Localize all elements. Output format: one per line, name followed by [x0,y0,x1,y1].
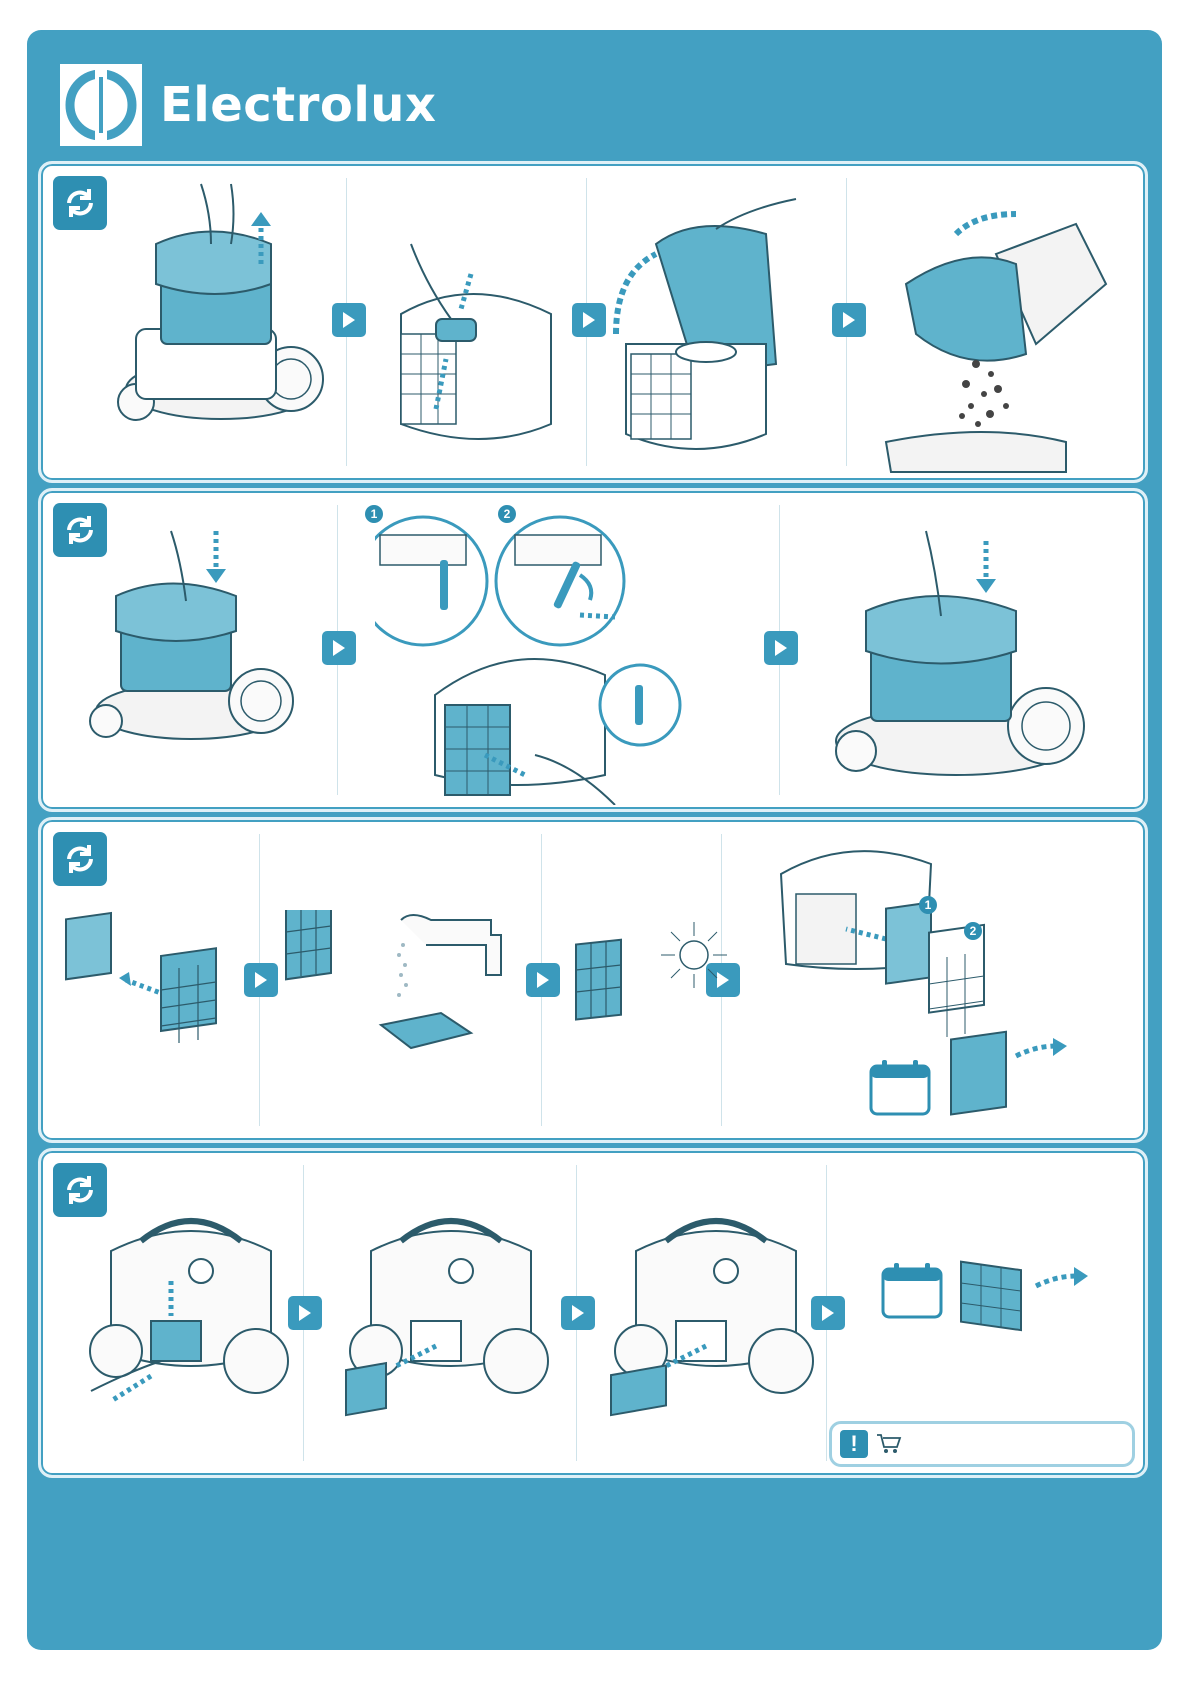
next-step-icon [561,1296,595,1330]
vacuum-lift-container-illustration [101,174,331,434]
panel-clean-container-filter: 1 2 [38,488,1148,812]
next-step-icon [332,303,366,337]
open-lid-illustration [606,194,836,464]
next-step-icon [244,963,278,997]
brand-wordmark: Electrolux [160,77,436,133]
cycle-icon [53,832,107,886]
next-step-icon [811,1296,845,1330]
open-exhaust-grille-illustration [81,1211,291,1431]
next-step-icon [288,1296,322,1330]
reinsert-filters-step: 1 2 [741,834,1121,1134]
shopping-cart-icon [876,1433,902,1455]
container-release-button-illustration [381,224,571,454]
next-step-icon [526,963,560,997]
calendar-icon [881,1263,943,1319]
cycle-icon [53,176,107,230]
callout-2-badge: 2 [964,922,982,940]
remove-exhaust-grille-illustration [341,1211,551,1431]
brand-logo: Electrolux [60,64,436,146]
electrolux-logo-mark [60,64,142,146]
panel-wash-filters: 1 2 [38,817,1148,1143]
remove-container-filter-step: 1 2 [375,505,745,805]
vacuum-insert-container-illustration [81,511,301,751]
sun-icon [659,920,729,990]
cycle-icon [53,1163,107,1217]
exclamation-icon: ! [840,1430,868,1458]
remove-container-filter-illustration [375,505,745,805]
callout-2-badge: 2 [498,505,516,523]
next-step-icon [832,303,866,337]
panel-empty-dust-container [38,161,1148,483]
replace-exhaust-filter-illustration [956,1251,1106,1341]
panel-exhaust-filter: ! [38,1148,1148,1478]
rinse-filter-under-tap-illustration [281,910,531,1080]
reinsert-filters-illustration [741,834,1121,1134]
next-step-icon [572,303,606,337]
vacuum-container-reinserted-illustration [816,511,1106,791]
callout-1-badge: 1 [365,505,383,523]
remove-exhaust-filter-illustration [606,1211,816,1431]
empty-dust-into-bin-illustration [866,184,1116,474]
instruction-sheet: Electrolux [27,30,1162,1650]
calendar-icon [869,1060,931,1116]
separate-filters-illustration [61,910,231,1070]
accessories-note: ! [829,1421,1135,1467]
next-step-icon [322,631,356,665]
next-step-icon [764,631,798,665]
callout-1-badge: 1 [919,896,937,914]
